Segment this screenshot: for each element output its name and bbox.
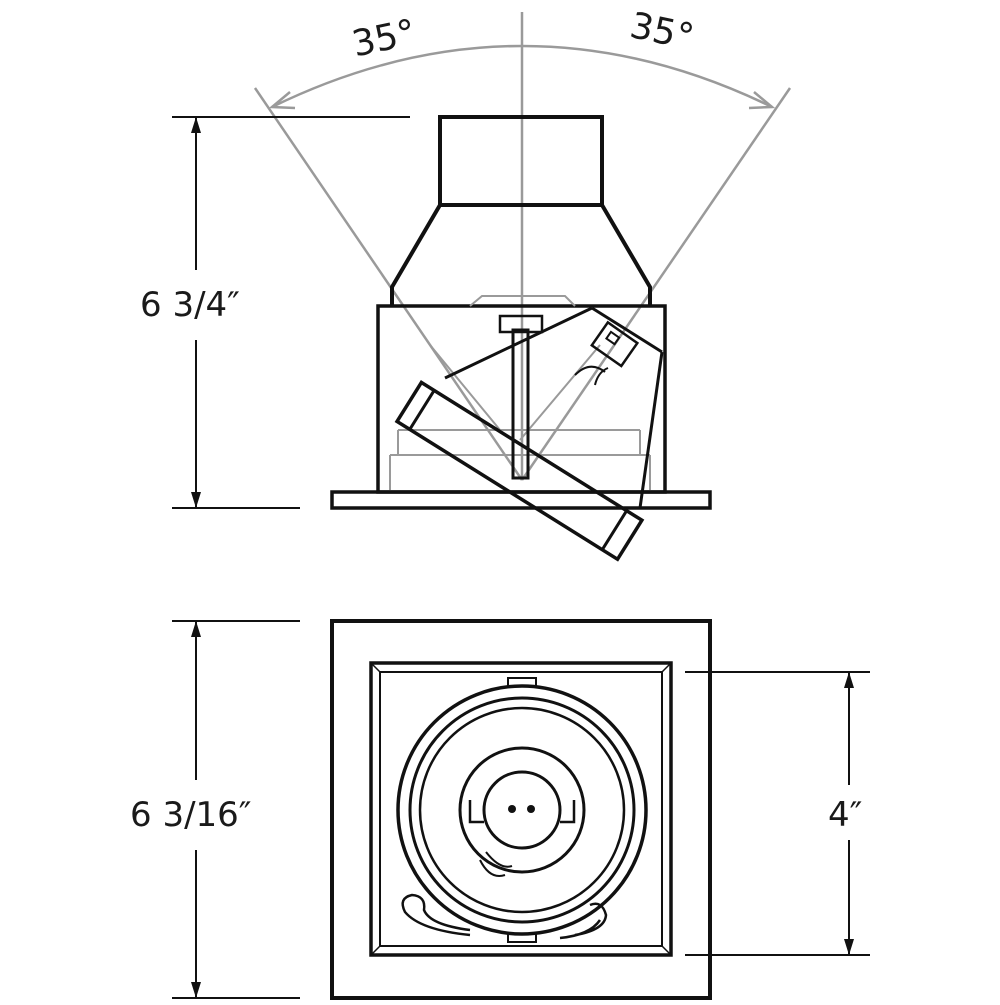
ring-bottom-tab bbox=[507, 933, 537, 943]
trim-flange bbox=[330, 490, 712, 510]
tilt-arc-arrowhead-left bbox=[268, 91, 296, 110]
lamp-ring-outer bbox=[396, 684, 648, 936]
tilt-ray-left bbox=[253, 87, 524, 481]
aperture-label: 4″ bbox=[828, 795, 862, 835]
trim-outer-square bbox=[330, 619, 712, 1000]
height-side-label: 6 3/4″ bbox=[140, 285, 240, 325]
support-arm-right bbox=[591, 306, 663, 354]
trim-inner-square bbox=[369, 661, 673, 957]
tilt-arc-arrowhead-right bbox=[748, 91, 776, 110]
trim-corner-lines bbox=[370, 662, 672, 956]
gimbal-lamp bbox=[394, 380, 645, 562]
height-plan-label: 6 3/16″ bbox=[130, 795, 252, 835]
reflector-lines bbox=[429, 344, 601, 441]
lamp-pin-right bbox=[527, 805, 535, 813]
lamp-face bbox=[408, 389, 436, 431]
support-arm-left bbox=[444, 306, 593, 380]
wire-bundle bbox=[479, 851, 513, 877]
wire-coil-right bbox=[559, 902, 608, 940]
plan-view bbox=[172, 619, 870, 1000]
lamp-socket bbox=[590, 320, 640, 368]
wire-coil-left bbox=[401, 893, 471, 937]
ring-top-tab bbox=[507, 677, 537, 687]
lamp-base-tabs bbox=[468, 800, 576, 824]
housing-top-can bbox=[438, 115, 604, 207]
lamp-ring-3 bbox=[418, 706, 626, 914]
support-arm-down bbox=[638, 351, 664, 509]
tilt-ray-right bbox=[520, 87, 792, 481]
height-dimension-side bbox=[172, 116, 410, 509]
socket-wires bbox=[574, 365, 609, 386]
lamp-body bbox=[394, 380, 645, 562]
lamp-pin-left bbox=[508, 805, 516, 813]
aperture-dimension bbox=[685, 671, 870, 956]
housing-inner-detail bbox=[389, 295, 651, 490]
angle-label-right: 35° bbox=[626, 5, 697, 58]
height-dimension-plan bbox=[172, 620, 300, 999]
lamp-reflector bbox=[458, 746, 586, 874]
yoke-post bbox=[511, 328, 530, 480]
yoke-cap bbox=[498, 314, 544, 334]
housing-taper bbox=[390, 203, 652, 306]
lamp-rear bbox=[600, 509, 628, 551]
side-elevation bbox=[172, 12, 792, 562]
lamp-base bbox=[482, 770, 562, 850]
lamp-ring-2 bbox=[408, 696, 636, 924]
trim-inner-bevel bbox=[379, 671, 663, 947]
